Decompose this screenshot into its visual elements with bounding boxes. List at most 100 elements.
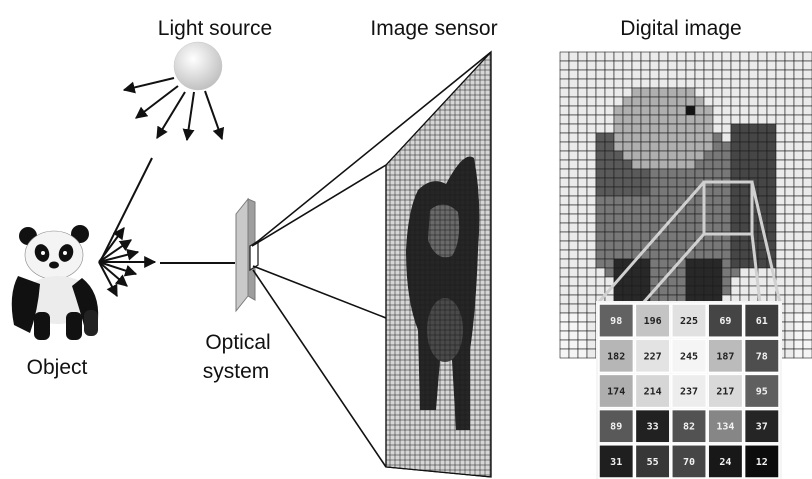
digital-pixel — [685, 159, 696, 170]
digital-pixel — [577, 339, 588, 350]
digital-pixel — [559, 78, 570, 89]
digital-pixel — [577, 177, 588, 188]
pixel-cell — [671, 373, 707, 409]
digital-pixel — [649, 87, 660, 98]
zoom-line — [641, 233, 706, 304]
digital-pixel — [613, 123, 624, 134]
digital-pixel — [676, 186, 687, 197]
digital-pixel — [694, 105, 705, 116]
digital-pixel — [631, 186, 642, 197]
digital-pixel — [730, 123, 741, 134]
digital-pixel — [649, 195, 660, 206]
digital-pixel — [721, 51, 732, 62]
digital-pixel — [586, 132, 597, 143]
digital-pixel — [793, 213, 804, 224]
light-ray — [122, 77, 175, 94]
digital-pixel — [577, 60, 588, 71]
digital-pixel — [586, 312, 597, 323]
digital-pixel — [685, 69, 696, 80]
digital-pixel — [676, 231, 687, 242]
digital-pixel — [784, 123, 795, 134]
digital-pixel — [802, 60, 812, 71]
digital-pixel — [658, 78, 669, 89]
digital-pixel — [694, 69, 705, 80]
digital-pixel — [631, 105, 642, 116]
digital-pixel — [667, 276, 678, 287]
digital-pixel — [694, 249, 705, 260]
digital-pixel — [586, 348, 597, 359]
digital-pixel — [802, 222, 812, 233]
digital-pixel — [586, 96, 597, 107]
digital-pixel — [586, 150, 597, 161]
digital-pixel — [694, 132, 705, 143]
digital-pixel — [802, 339, 812, 350]
digital-pixel — [739, 213, 750, 224]
digital-pixel — [631, 195, 642, 206]
digital-pixel — [739, 132, 750, 143]
digital-pixel — [640, 105, 651, 116]
digital-pixel — [667, 51, 678, 62]
digital-pixel — [793, 276, 804, 287]
digital-pixel — [676, 51, 687, 62]
digital-pixel — [766, 213, 777, 224]
digital-pixel — [757, 114, 768, 125]
digital-pixel — [676, 150, 687, 161]
digital-pixel — [604, 96, 615, 107]
digital-pixel — [595, 177, 606, 188]
digital-pixel — [775, 159, 786, 170]
digital-pixel — [568, 348, 579, 359]
pixel-cell — [634, 408, 671, 444]
pixel-cell — [743, 408, 780, 444]
digital-pixel — [586, 159, 597, 170]
digital-pixel — [631, 141, 642, 152]
digital-pixel — [667, 231, 678, 242]
digital-pixel — [712, 114, 723, 125]
digital-pixel — [613, 195, 624, 206]
digital-pixel — [622, 60, 633, 71]
digital-pixel — [721, 60, 732, 71]
digital-pixel — [640, 276, 651, 287]
digital-pixel — [595, 132, 606, 143]
digital-pixel — [712, 51, 723, 62]
digital-pixel — [784, 285, 795, 296]
digital-pixel — [730, 195, 741, 206]
digital-pixel — [640, 213, 651, 224]
digital-pixel — [595, 267, 606, 278]
digital-pixel — [802, 51, 812, 62]
digital-pixel — [739, 186, 750, 197]
optical-system-label-line1: Optical — [205, 331, 270, 354]
digital-pixel — [568, 150, 579, 161]
digital-pixel — [676, 132, 687, 143]
digital-pixel — [775, 186, 786, 197]
reflected-ray — [98, 261, 128, 287]
digital-pixel — [604, 51, 615, 62]
digital-pixel — [712, 186, 723, 197]
digital-pixel — [658, 114, 669, 125]
digital-pixel — [685, 150, 696, 161]
digital-pixel — [712, 78, 723, 89]
digital-pixel — [793, 330, 804, 341]
digital-pixel — [748, 150, 759, 161]
digital-pixel — [793, 177, 804, 188]
digital-pixel — [595, 105, 606, 116]
digital-pixel — [757, 69, 768, 80]
digital-pixel — [793, 105, 804, 116]
digital-pixel — [802, 69, 812, 80]
digital-pixel — [721, 222, 732, 233]
digital-pixel — [631, 114, 642, 125]
digital-pixel — [640, 132, 651, 143]
digital-pixel — [586, 330, 597, 341]
digital-pixel — [739, 69, 750, 80]
digital-pixel — [595, 96, 606, 107]
light-rays — [122, 77, 225, 142]
digital-pixel — [559, 123, 570, 134]
digital-pixel — [703, 69, 714, 80]
digital-pixel — [640, 285, 651, 296]
digital-pixel — [559, 195, 570, 206]
digital-pixel — [559, 294, 570, 305]
digital-pixel — [757, 177, 768, 188]
pixel-cell — [743, 303, 780, 338]
digital-pixel — [775, 78, 786, 89]
digital-pixel — [667, 96, 678, 107]
digital-pixel — [757, 78, 768, 89]
